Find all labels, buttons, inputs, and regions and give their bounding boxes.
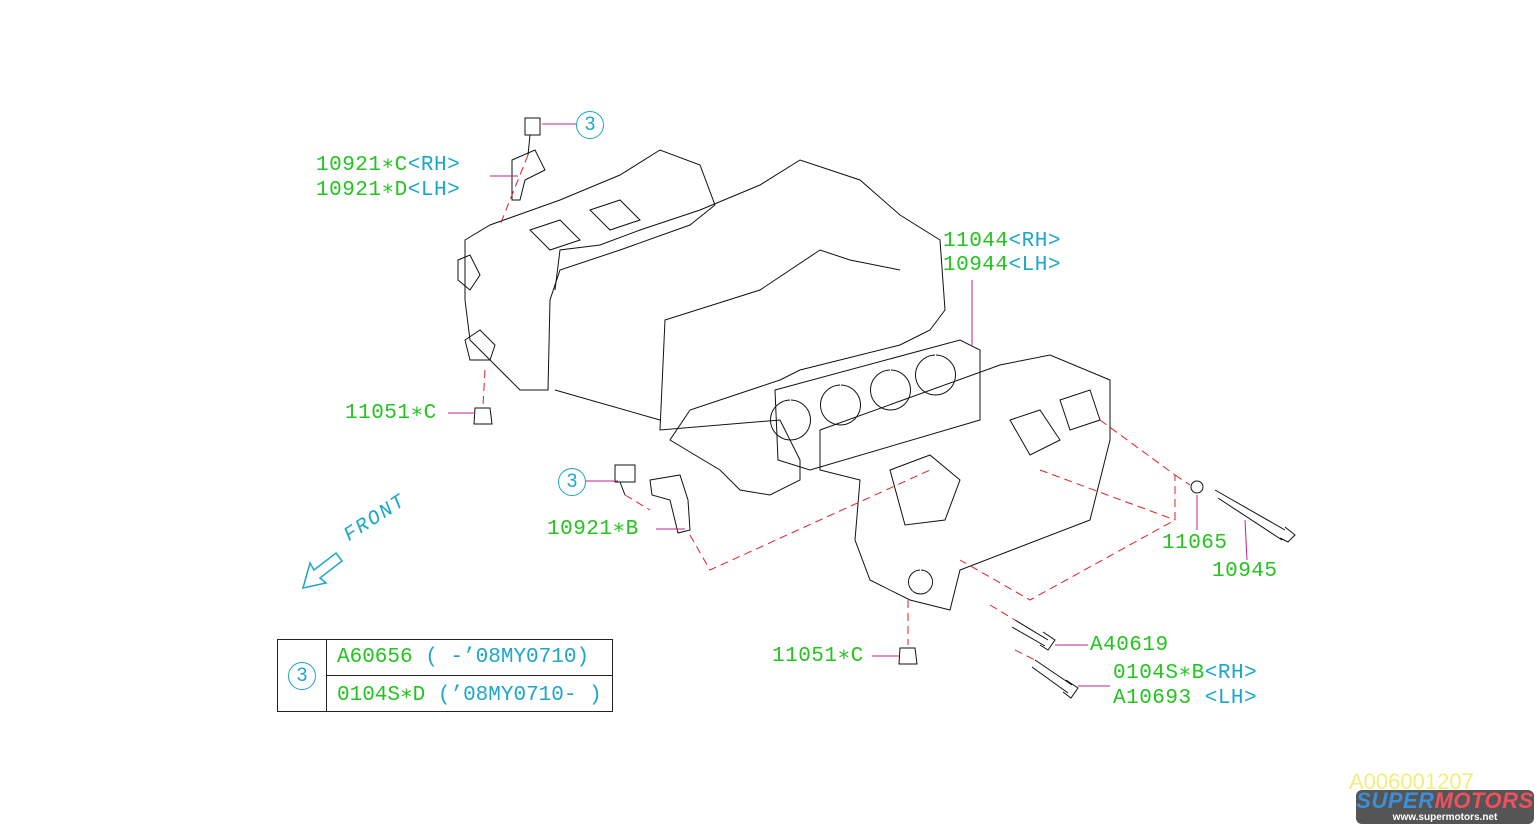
legend-note: ( -’08MY0710) [412,646,590,669]
label-a40619[interactable]: A40619 [1090,634,1169,657]
label-11065[interactable]: 11065 [1162,532,1228,555]
sensor-10921b [649,474,691,534]
logo-text-a: SUPER [1356,788,1435,813]
label-11044[interactable]: 11044<RH> [943,231,1061,253]
plug-11051c-bottom [898,647,918,665]
callout-ref-3-top[interactable]: 3 [576,111,604,139]
callout-ref-3-legend: 3 [288,661,316,690]
logo-text-b: MOTORS [1434,788,1534,813]
callout-legend-table: 3 A60656 ( -’08MY0710) 0104S∗D (’08MY071… [277,639,613,712]
bolt-0104sb [1031,659,1079,699]
label-0104sb[interactable]: 0104S∗B<RH> [1113,663,1257,685]
legend-part: A60656 [337,646,413,669]
side-suffix: <LH> [1191,687,1258,710]
callout-ref-text: 3 [584,114,596,135]
callout-ref-text: 3 [566,471,578,492]
legend-row[interactable]: A60656 ( -’08MY0710) [326,639,613,676]
leader-lines [448,123,1248,687]
label-10921c[interactable]: 10921∗C<RH> [316,155,460,177]
part-number: 10921∗C [316,154,408,177]
bolt-callout-mid [614,464,636,496]
side-suffix: <RH> [1008,230,1061,253]
side-suffix: <LH> [1008,254,1061,277]
sensor-10921-top [511,149,546,201]
legend-ref-cell: 3 [277,639,327,712]
bolt-a40619 [1011,619,1056,651]
plug-11051c-top [473,407,493,425]
diagram-id: A006001207 [1349,769,1474,794]
legend-row[interactable]: 0104S∗D (’08MY0710- ) [326,675,613,712]
label-10944[interactable]: 10944<LH> [943,255,1061,277]
label-10921d[interactable]: 10921∗D<LH> [316,180,460,202]
head-gasket-outline [770,339,981,471]
callout-ref-text: 3 [296,664,308,686]
legend-note: (’08MY0710- ) [425,683,602,707]
label-11051c-bottom[interactable]: 11051∗C [772,645,864,668]
side-suffix: <RH> [407,154,461,177]
engine-block-outline [554,159,946,496]
part-number: 0104S∗B [1113,662,1205,685]
washer-11065 [1190,480,1204,494]
label-10945[interactable]: 10945 [1212,560,1278,583]
logo-url: www.supermotors.net [1392,812,1498,823]
front-arrow-icon [301,551,344,589]
assembly-dashed-lines [482,154,1191,661]
callout-ref-3-mid[interactable]: 3 [558,468,586,496]
part-number: 11044 [943,230,1009,253]
supermotors-watermark-logo: SUPERMOTORS www.supermotors.net [1356,790,1534,824]
side-suffix: <LH> [407,179,461,202]
part-number: 10921∗D [316,179,408,202]
side-suffix: <RH> [1204,662,1258,685]
head-bolt-10945 [1214,489,1296,543]
part-number: 10944 [943,254,1009,277]
label-10921b[interactable]: 10921∗B [547,518,639,541]
bolt-callout-top [524,117,541,156]
label-11051c-top[interactable]: 11051∗C [345,402,437,425]
legend-part: 0104S∗D [337,683,426,707]
left-cylinder-head-outline [457,149,716,391]
part-number: A10693 [1113,687,1192,710]
right-cylinder-head-outline [819,354,1111,611]
label-a10693[interactable]: A10693 <LH> [1113,688,1257,710]
